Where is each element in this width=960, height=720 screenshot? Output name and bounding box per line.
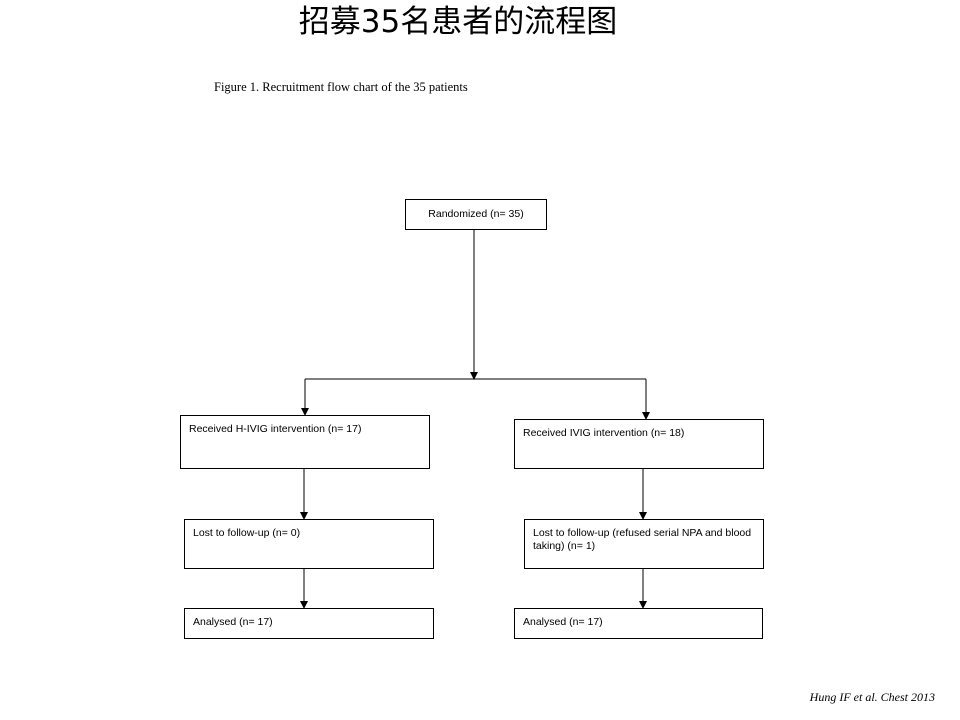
slide-title: 招募35名患者的流程图 xyxy=(298,4,618,40)
figure-caption: Figure 1. Recruitment flow chart of the … xyxy=(214,80,468,94)
citation: Hung IF et al. Chest 2013 xyxy=(809,690,935,704)
left-analysed-box: Analysed (n= 17) xyxy=(184,608,434,639)
left-intervention-box: Received H-IVIG intervention (n= 17) xyxy=(180,415,430,469)
right-analysed-box: Analysed (n= 17) xyxy=(514,608,763,639)
right-intervention-box: Received IVIG intervention (n= 18) xyxy=(514,419,764,469)
randomized-box: Randomized (n= 35) xyxy=(405,199,547,230)
left-lost-followup-box: Lost to follow-up (n= 0) xyxy=(184,519,434,569)
right-lost-followup-box: Lost to follow-up (refused serial NPA an… xyxy=(524,519,764,569)
